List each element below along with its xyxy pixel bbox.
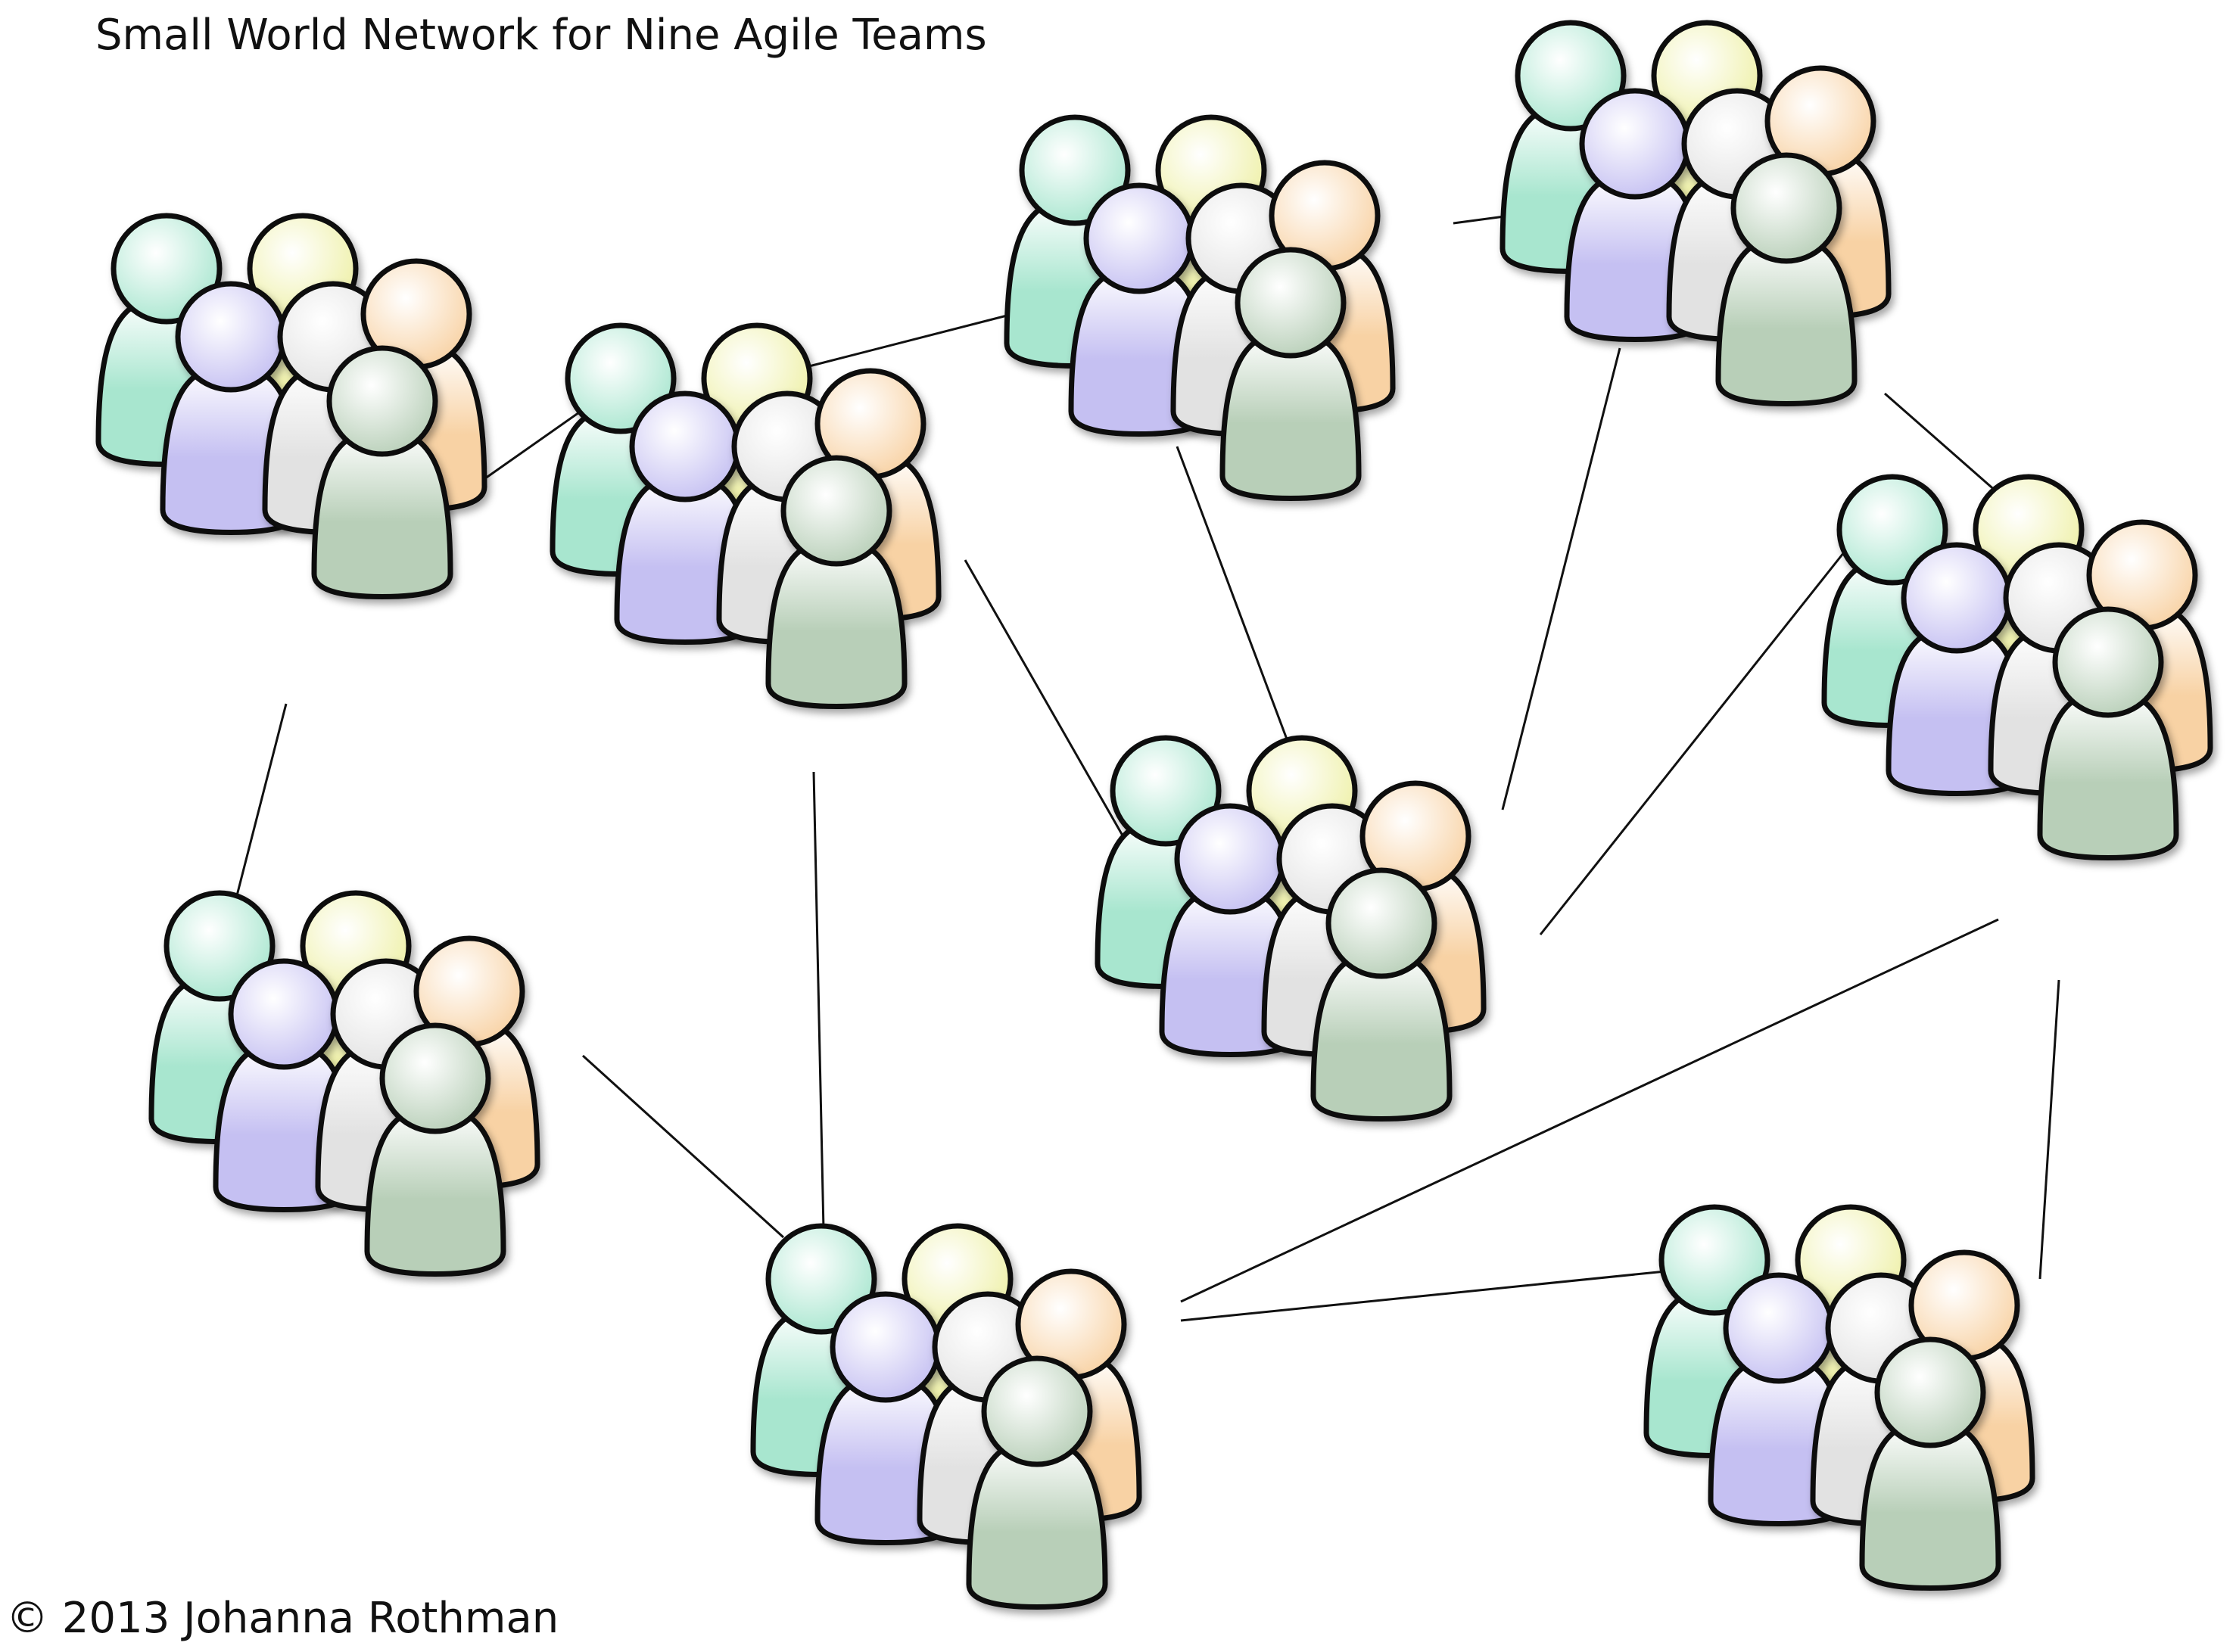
- person-icon: [1859, 1336, 2001, 1591]
- diagram-title: Small World Network for Nine Agile Teams: [95, 11, 987, 60]
- connections: [233, 214, 2060, 1322]
- team-4: [1499, 20, 1892, 407]
- connection-team-2-team-8: [812, 771, 825, 1230]
- person-icon: [1715, 152, 1858, 407]
- connection-team-2-team-7: [964, 559, 1133, 852]
- person-icon: [765, 455, 908, 710]
- copyright-notice: © 2013 Johanna Rothman: [6, 1594, 559, 1643]
- connection-team-4-team-7: [1501, 347, 1621, 810]
- person-icon: [2037, 606, 2179, 861]
- person-icon: [1310, 867, 1453, 1122]
- team-3: [1004, 114, 1396, 502]
- connection-team-4-team-5: [1884, 392, 1998, 493]
- connection-team-2-team-3: [805, 313, 1014, 369]
- connection-team-5-team-9: [2038, 979, 2060, 1280]
- teams: [95, 20, 2213, 1610]
- connection-team-1-team-6: [233, 703, 288, 905]
- connection-team-5-team-7: [1539, 548, 1848, 935]
- person-icon: [311, 345, 453, 600]
- connection-team-8-team-9: [1180, 1270, 1666, 1322]
- person-icon: [966, 1355, 1108, 1610]
- connection-team-6-team-8: [581, 1054, 785, 1239]
- team-8: [750, 1223, 1142, 1610]
- team-1: [95, 213, 487, 600]
- person-icon: [1219, 247, 1362, 502]
- team-5: [1821, 474, 2213, 861]
- team-2: [550, 322, 942, 710]
- person-icon: [364, 1022, 506, 1277]
- team-7: [1095, 735, 1487, 1122]
- person-icon: [614, 390, 756, 646]
- team-6: [148, 890, 540, 1277]
- team-9: [1643, 1204, 2035, 1591]
- connection-team-3-team-7: [1176, 446, 1292, 750]
- connection-team-5-team-8: [1180, 918, 1999, 1303]
